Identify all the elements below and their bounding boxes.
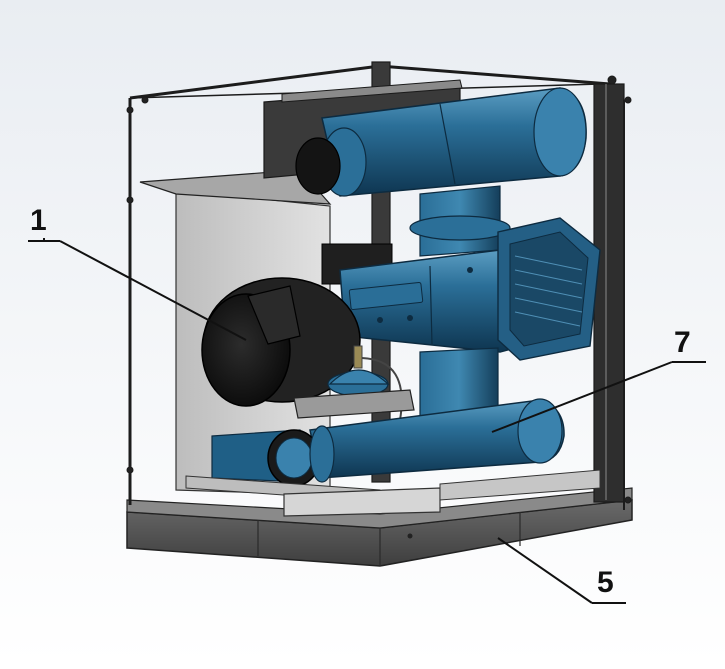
callout-label-5: 5 [597,566,614,599]
belt-guard [497,217,601,361]
callout-5-leader [497,537,593,604]
callout-label-1: 1 [30,204,47,237]
callout-label-7: 7 [674,326,691,359]
discharge-silencer [295,87,587,197]
callout-7-leader [491,361,673,433]
inlet-filter [201,277,361,407]
horizontal-pipe [211,398,565,487]
silencer-end-cap [295,137,341,195]
callout-1-leader [59,240,247,341]
canopy-shelf [139,169,332,205]
relief-valve [327,345,403,421]
